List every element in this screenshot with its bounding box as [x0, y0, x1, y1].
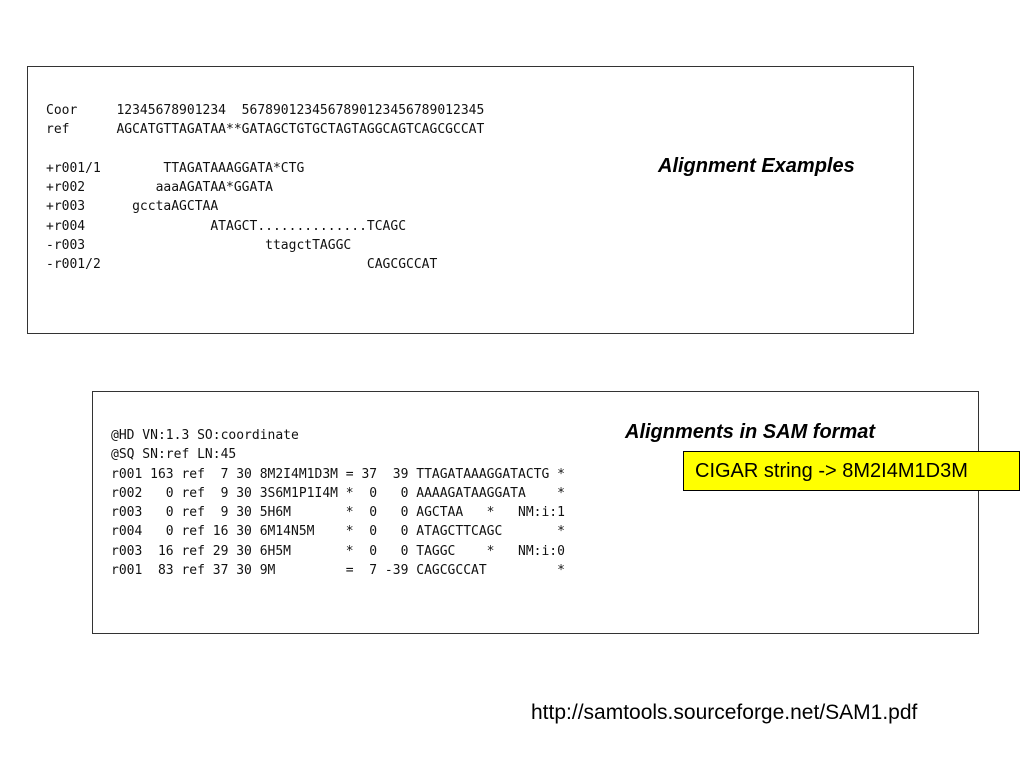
alignment-examples-caption: Alignment Examples [658, 155, 855, 177]
alignment-examples-panel: Coor 12345678901234 56789012345678901234… [27, 66, 914, 334]
alignment-examples-text: Coor 12345678901234 56789012345678901234… [46, 103, 485, 273]
cigar-string-callout: CIGAR string -> 8M2I4M1D3M [683, 451, 1020, 491]
sam-format-caption: Alignments in SAM format [625, 421, 876, 443]
source-url-text: http://samtools.sourceforge.net/SAM1.pdf [531, 701, 918, 724]
sam-format-text: @HD VN:1.3 SO:coordinate @SQ SN:ref LN:4… [111, 428, 565, 579]
sam-format-panel: @HD VN:1.3 SO:coordinate @SQ SN:ref LN:4… [92, 391, 979, 634]
